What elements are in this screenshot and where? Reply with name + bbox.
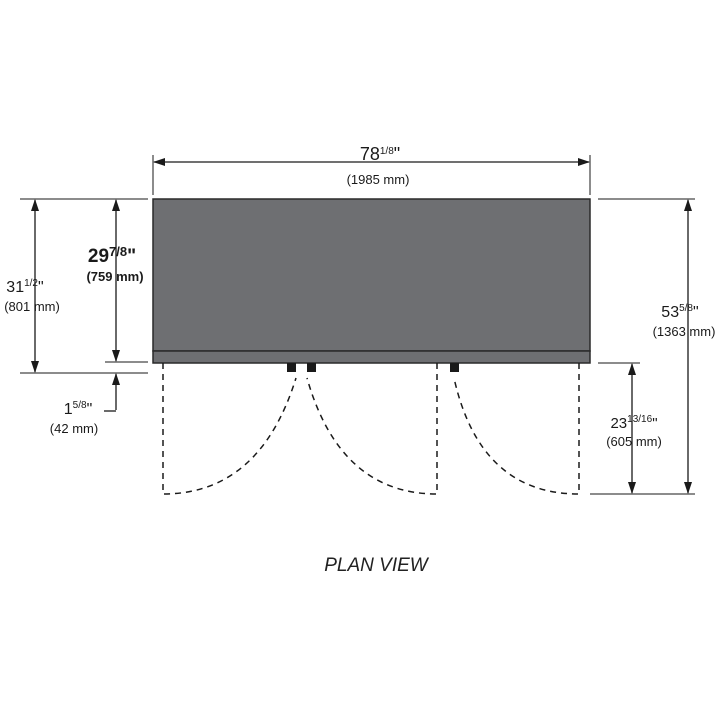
depth-body-whole: 29 bbox=[88, 246, 109, 267]
hinge-right bbox=[450, 363, 459, 372]
width-whole: 78 bbox=[360, 144, 380, 164]
cabinet-body bbox=[152, 198, 591, 352]
extension-lines bbox=[20, 155, 695, 495]
depth-open-fraction: 5/8 bbox=[679, 303, 693, 314]
door-swing-center bbox=[306, 363, 438, 495]
depth-body-label: 297/8" bbox=[88, 244, 136, 267]
depth-open-metric: (1363 mm) bbox=[653, 324, 716, 339]
depth-body-metric: (759 mm) bbox=[86, 269, 143, 284]
door-offset-whole: 1 bbox=[64, 401, 73, 418]
plan-view-caption: PLAN VIEW bbox=[324, 555, 430, 576]
door-swing-paths bbox=[162, 363, 580, 495]
hinge-center bbox=[307, 363, 316, 372]
depth-total-metric: (801 mm) bbox=[4, 299, 60, 314]
door-offset-metric: (42 mm) bbox=[50, 421, 98, 436]
door-swing-whole: 23 bbox=[610, 415, 627, 432]
depth-total-label: 311/2" bbox=[6, 278, 43, 296]
depth-total-whole: 31 bbox=[6, 279, 24, 296]
door-swing-metric: (605 mm) bbox=[606, 434, 662, 449]
door-offset-fraction: 5/8 bbox=[73, 400, 87, 411]
door-offset-label: 15/8" bbox=[64, 400, 93, 418]
width-fraction: 1/8 bbox=[380, 146, 394, 157]
door-swing-label: 2313/16" bbox=[610, 414, 657, 432]
cabinet-door-strip bbox=[152, 350, 591, 364]
depth-total-fraction: 1/2 bbox=[24, 278, 38, 289]
width-label: 781/8" bbox=[360, 144, 400, 164]
hinge-left bbox=[287, 363, 296, 372]
depth-open-whole: 53 bbox=[661, 304, 679, 321]
depth-body-fraction: 7/8 bbox=[109, 244, 127, 259]
width-metric: (1985 mm) bbox=[347, 172, 410, 187]
door-swing-right bbox=[453, 363, 580, 495]
door-swing-fraction: 13/16 bbox=[627, 414, 652, 425]
door-swing-left bbox=[162, 363, 297, 495]
depth-open-label: 535/8" bbox=[661, 303, 698, 321]
